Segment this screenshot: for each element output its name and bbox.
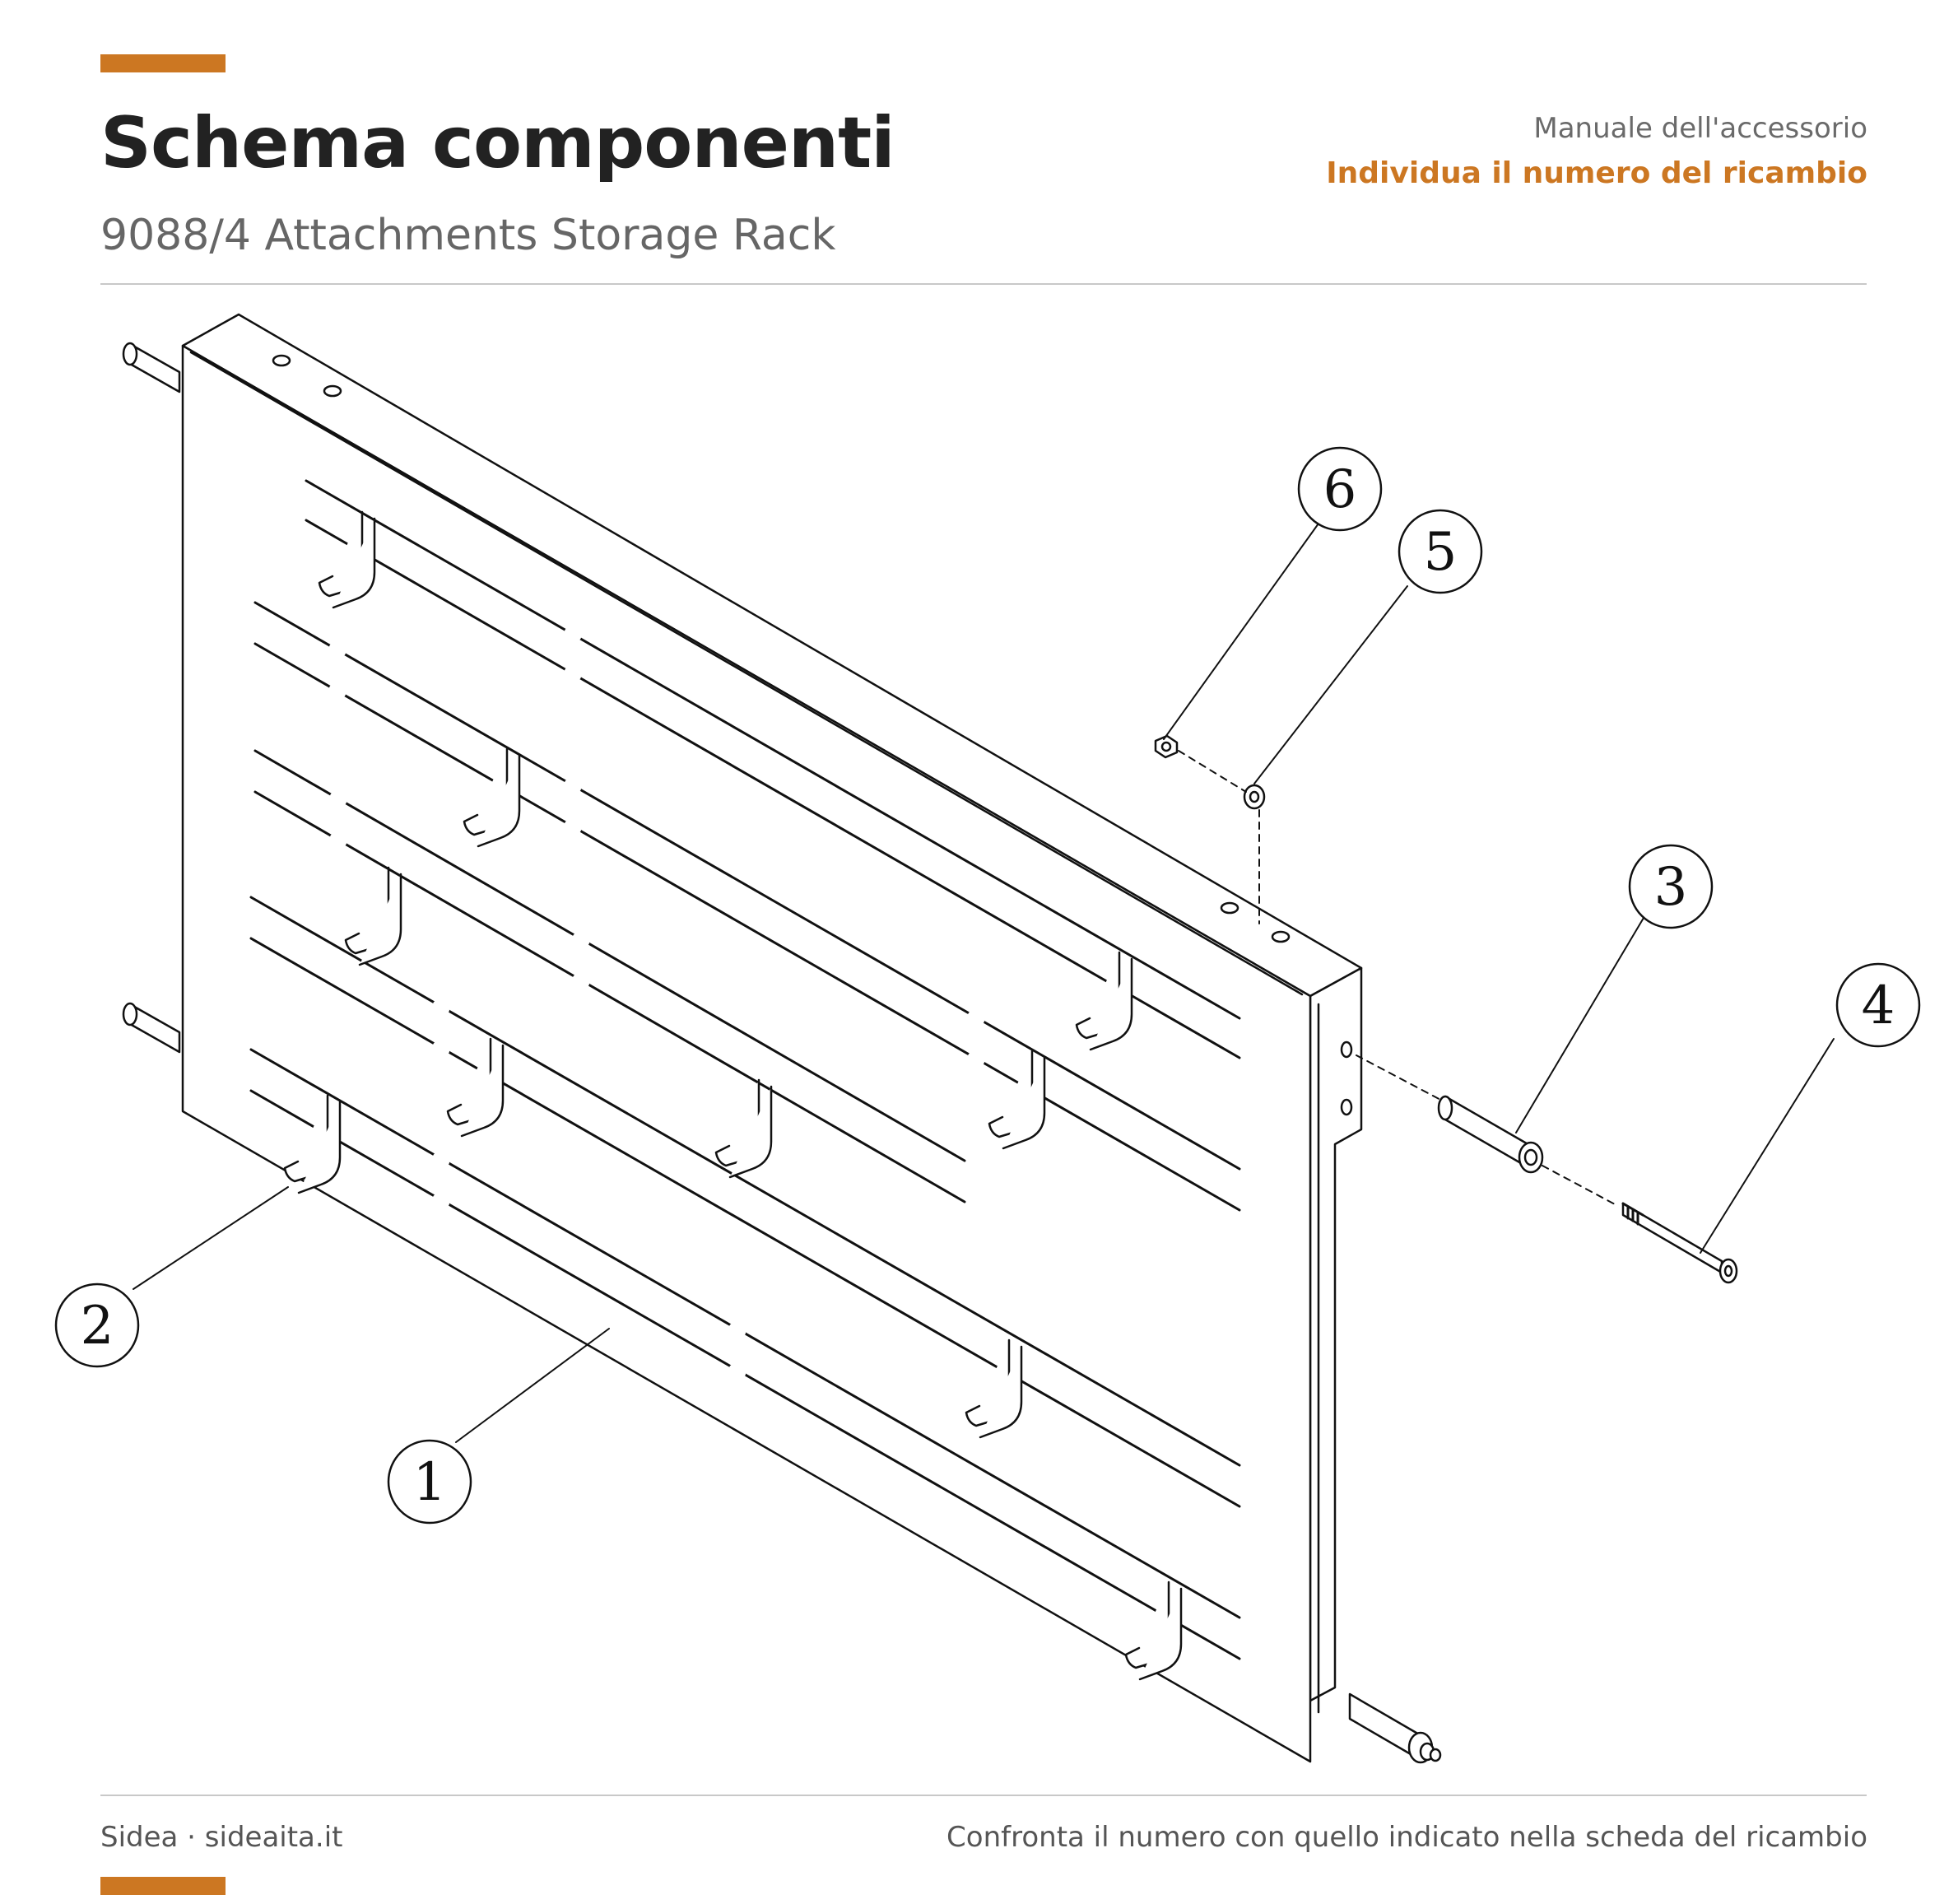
callout-label-5: 5: [1424, 522, 1458, 583]
page-title: Schema componenti: [100, 102, 895, 184]
nut-part: [1154, 734, 1179, 759]
callout-label-2: 2: [81, 1296, 114, 1357]
callout-label-4: 4: [1862, 975, 1895, 1036]
spacer-part: [1437, 1095, 1544, 1174]
bolt-part: [1621, 1202, 1738, 1284]
footer-note: Confronta il numero con quello indicato …: [946, 1821, 1867, 1854]
washer-part: [1243, 784, 1266, 810]
footer-divider: [100, 1795, 1867, 1796]
accent-bar-bottom: [100, 1877, 226, 1895]
callout-label-6: 6: [1323, 459, 1357, 520]
panel-slots: [249, 479, 1241, 1660]
footer-brand: Sidea · sideaita.it: [100, 1821, 343, 1854]
callout-label-1: 1: [413, 1452, 447, 1513]
rack-panel: [181, 313, 1363, 1763]
exploded-parts-diagram: 1 2 3 4 5 6: [54, 313, 1921, 1764]
header-right: Manuale dell'accessorio Individua il num…: [1326, 112, 1867, 190]
hooks: [283, 510, 1183, 1681]
header-divider: [100, 283, 1867, 285]
callout-label-3: 3: [1654, 857, 1688, 918]
manual-highlight: Individua il numero del ricambio: [1326, 156, 1867, 190]
accent-bar-top: [100, 54, 226, 72]
manual-label: Manuale dell'accessorio: [1533, 112, 1867, 145]
mounting-pins: [122, 342, 1442, 1764]
page-subtitle: 9088/4 Attachments Storage Rack: [100, 211, 836, 260]
